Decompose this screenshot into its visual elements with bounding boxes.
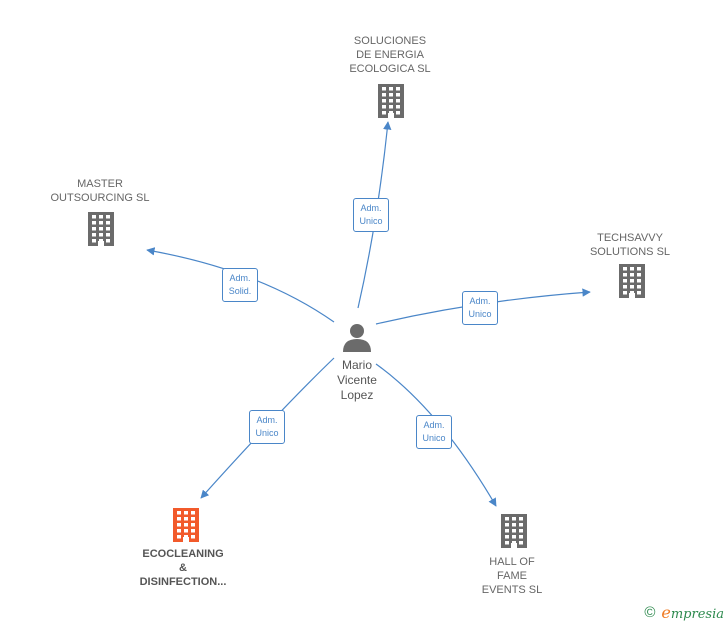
- company-label-master[interactable]: MASTER OUTSOURCING SL: [50, 178, 150, 204]
- building-icon-soluciones[interactable]: [378, 84, 404, 118]
- building-icon-ecocleaning[interactable]: [173, 508, 199, 542]
- copyright-icon: ©: [644, 604, 656, 621]
- icons: [88, 84, 645, 548]
- company-label-soluciones[interactable]: SOLUCIONES DE ENERGIA ECOLOGICA SL: [349, 35, 431, 75]
- company-label-ecocleaning[interactable]: ECOCLEANING & DISINFECTION...: [139, 548, 227, 588]
- brand-logo: empresia: [661, 603, 724, 622]
- person-icon[interactable]: [343, 324, 371, 352]
- relation-label-ecocleaning: Adm. Unico: [249, 410, 285, 444]
- relation-label-soluciones: Adm. Unico: [353, 198, 389, 232]
- relation-label-techsavvy: Adm. Unico: [462, 291, 498, 325]
- relation-label-master: Adm. Solid.: [222, 268, 258, 302]
- person-label[interactable]: Mario Vicente Lopez: [337, 358, 377, 402]
- company-label-halloffame[interactable]: HALL OF FAME EVENTS SL: [481, 556, 543, 596]
- building-icon-halloffame[interactable]: [501, 514, 527, 548]
- relation-label-halloffame: Adm. Unico: [416, 415, 452, 449]
- edges: [146, 121, 591, 507]
- building-icon-master[interactable]: [88, 212, 114, 246]
- company-label-techsavvy[interactable]: TECHSAVVY SOLUTIONS SL: [589, 232, 671, 258]
- footer-brand[interactable]: © empresia: [644, 603, 724, 622]
- building-icon-techsavvy[interactable]: [619, 264, 645, 298]
